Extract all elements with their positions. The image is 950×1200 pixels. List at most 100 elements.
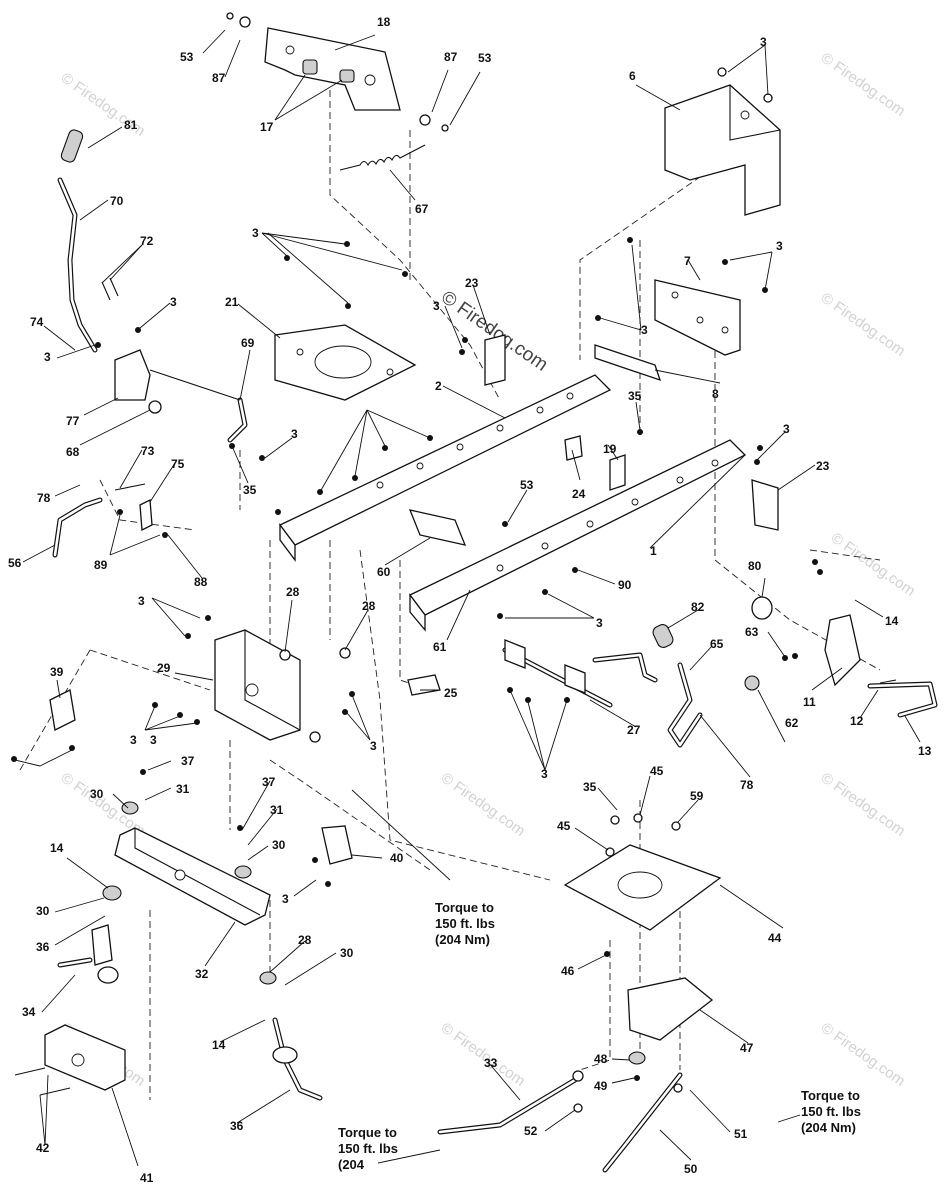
callout: 60	[377, 565, 391, 579]
part-62-spring	[744, 675, 760, 691]
callout: 78	[37, 491, 51, 505]
callout: 7	[684, 254, 691, 268]
part-7-plate	[654, 279, 741, 356]
callout: 8	[712, 387, 719, 401]
callout: 49	[594, 1079, 608, 1093]
callout: 3	[150, 733, 157, 747]
watermark: © Firedog.com	[818, 49, 909, 119]
callout: 14	[212, 1038, 226, 1052]
callout: 6	[629, 69, 636, 83]
callout: 34	[22, 1005, 36, 1019]
callout: 3	[44, 350, 51, 364]
callout: 70	[110, 194, 124, 208]
callout: 52	[524, 1124, 538, 1138]
part-46-plate	[563, 813, 722, 931]
part-67-spring	[339, 144, 426, 171]
part-24-clip	[564, 435, 583, 461]
part-70-lever	[57, 177, 98, 353]
callout: 39	[50, 665, 64, 679]
callout: 36	[36, 940, 50, 954]
callout: 88	[194, 575, 208, 589]
part-18-bracket	[226, 12, 449, 132]
callout: 28	[362, 599, 376, 613]
part-32-axle	[114, 801, 271, 926]
callout: 44	[768, 931, 782, 945]
callout: 12	[850, 714, 864, 728]
part-27-shaft	[502, 639, 658, 708]
callout: 31	[176, 782, 190, 796]
part-75-plate	[139, 498, 153, 532]
callout: 1	[650, 544, 657, 558]
leader-lines	[14, 29, 921, 1167]
callout: 37	[262, 775, 276, 789]
part-23-bracket-right	[751, 479, 779, 531]
callout: 74	[30, 315, 44, 329]
part-21-plate	[274, 324, 417, 401]
part-12-pin	[879, 679, 897, 684]
callout: 24	[572, 487, 586, 501]
part-19-bracket	[609, 454, 626, 491]
callout: 68	[66, 445, 80, 459]
callout: 82	[691, 600, 705, 614]
watermark: © Firedog.com	[818, 769, 909, 839]
callout: 3	[541, 767, 548, 781]
callout: 30	[36, 904, 50, 918]
callout: 35	[583, 780, 597, 794]
callout: 32	[195, 967, 209, 981]
callout: 63	[745, 625, 759, 639]
callout: 31	[270, 803, 284, 817]
callout: 17	[260, 120, 274, 134]
callout: 23	[465, 276, 479, 290]
callout: 3	[282, 892, 289, 906]
callout: 37	[181, 754, 195, 768]
part-23-bracket	[484, 334, 506, 386]
callout: 90	[618, 578, 632, 592]
part-29-mount	[214, 629, 351, 743]
watermark: © Firedog.com	[438, 769, 529, 839]
callout: 78	[740, 778, 754, 792]
part-77-bracket	[114, 349, 151, 401]
watermark: © Firedog.com	[828, 529, 919, 599]
callout: 27	[627, 723, 641, 737]
watermark: © Firedog.com	[438, 1019, 529, 1089]
callout: 75	[171, 457, 185, 471]
callout: 41	[140, 1171, 154, 1185]
callout: 59	[690, 789, 704, 803]
part-81-grip	[60, 129, 84, 163]
part-68-clip	[148, 400, 162, 414]
part-60-bracket	[408, 509, 467, 546]
callout: 11	[803, 695, 816, 709]
callout: 50	[684, 1162, 698, 1176]
callout: 25	[444, 686, 458, 700]
callout: 18	[377, 15, 391, 29]
part-33-spindle	[259, 971, 323, 1101]
callout: 28	[298, 933, 312, 947]
callout: 30	[272, 838, 286, 852]
callout: 40	[390, 851, 404, 865]
callout: 67	[415, 202, 429, 216]
callout: 14	[885, 614, 899, 628]
callout: 72	[140, 234, 154, 248]
part-8-strap	[594, 344, 662, 382]
part-73-bolt	[114, 483, 146, 491]
callout: 3	[252, 226, 259, 240]
part-72-pins	[101, 277, 119, 301]
callout: 3	[170, 295, 177, 309]
callout: 29	[157, 661, 171, 675]
part-40-bracket	[321, 825, 353, 865]
callout: 65	[710, 637, 724, 651]
part-80-washer	[751, 596, 773, 620]
callout: 23	[816, 459, 830, 473]
part-48-shield	[627, 977, 714, 1041]
part-56-lever	[52, 497, 103, 558]
callout: 53	[520, 478, 534, 492]
part-69-rod	[149, 369, 248, 443]
callout: 3	[291, 427, 298, 441]
part-82-knob	[652, 624, 674, 648]
callout: 3	[783, 422, 790, 436]
callout: 35	[628, 389, 642, 403]
